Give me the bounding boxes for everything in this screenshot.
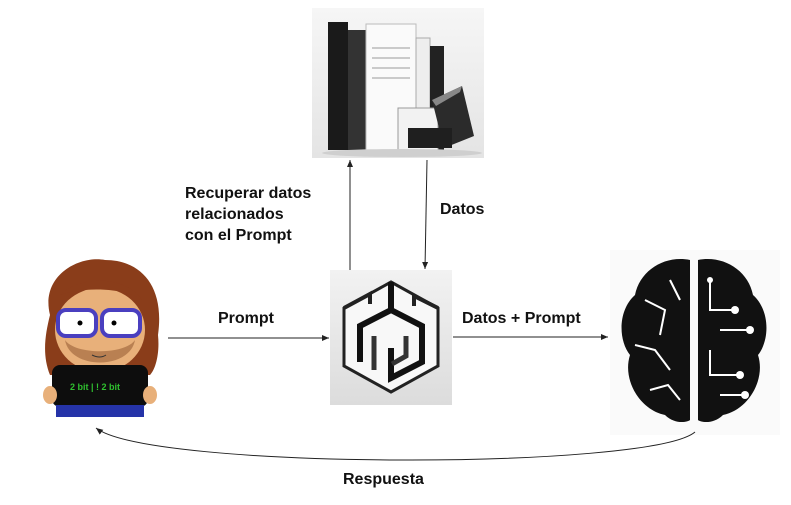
user-shirt-text: 2 bit | ! 2 bit bbox=[70, 382, 121, 392]
retriever-maze-cube-image bbox=[330, 270, 452, 405]
retrieve-label-line: relacionados bbox=[185, 206, 284, 223]
knowledge-base-books-image bbox=[312, 8, 484, 158]
data-arrow bbox=[422, 159, 429, 270]
retrieve-label-line: con el Prompt bbox=[185, 227, 292, 244]
retrieve-label: Recuperar datos relacionados con el Prom… bbox=[185, 183, 311, 246]
prompt-label: Prompt bbox=[218, 310, 274, 327]
data-prompt-label: Datos + Prompt bbox=[462, 310, 581, 327]
user-avatar-image: 2 bit | ! 2 bit bbox=[30, 255, 170, 425]
data-label: Datos bbox=[440, 201, 485, 218]
response-arrow bbox=[95, 427, 696, 461]
response-label: Respuesta bbox=[343, 471, 424, 488]
retrieve-label-line: Recuperar datos bbox=[185, 185, 312, 202]
llm-brain-image bbox=[610, 250, 780, 435]
